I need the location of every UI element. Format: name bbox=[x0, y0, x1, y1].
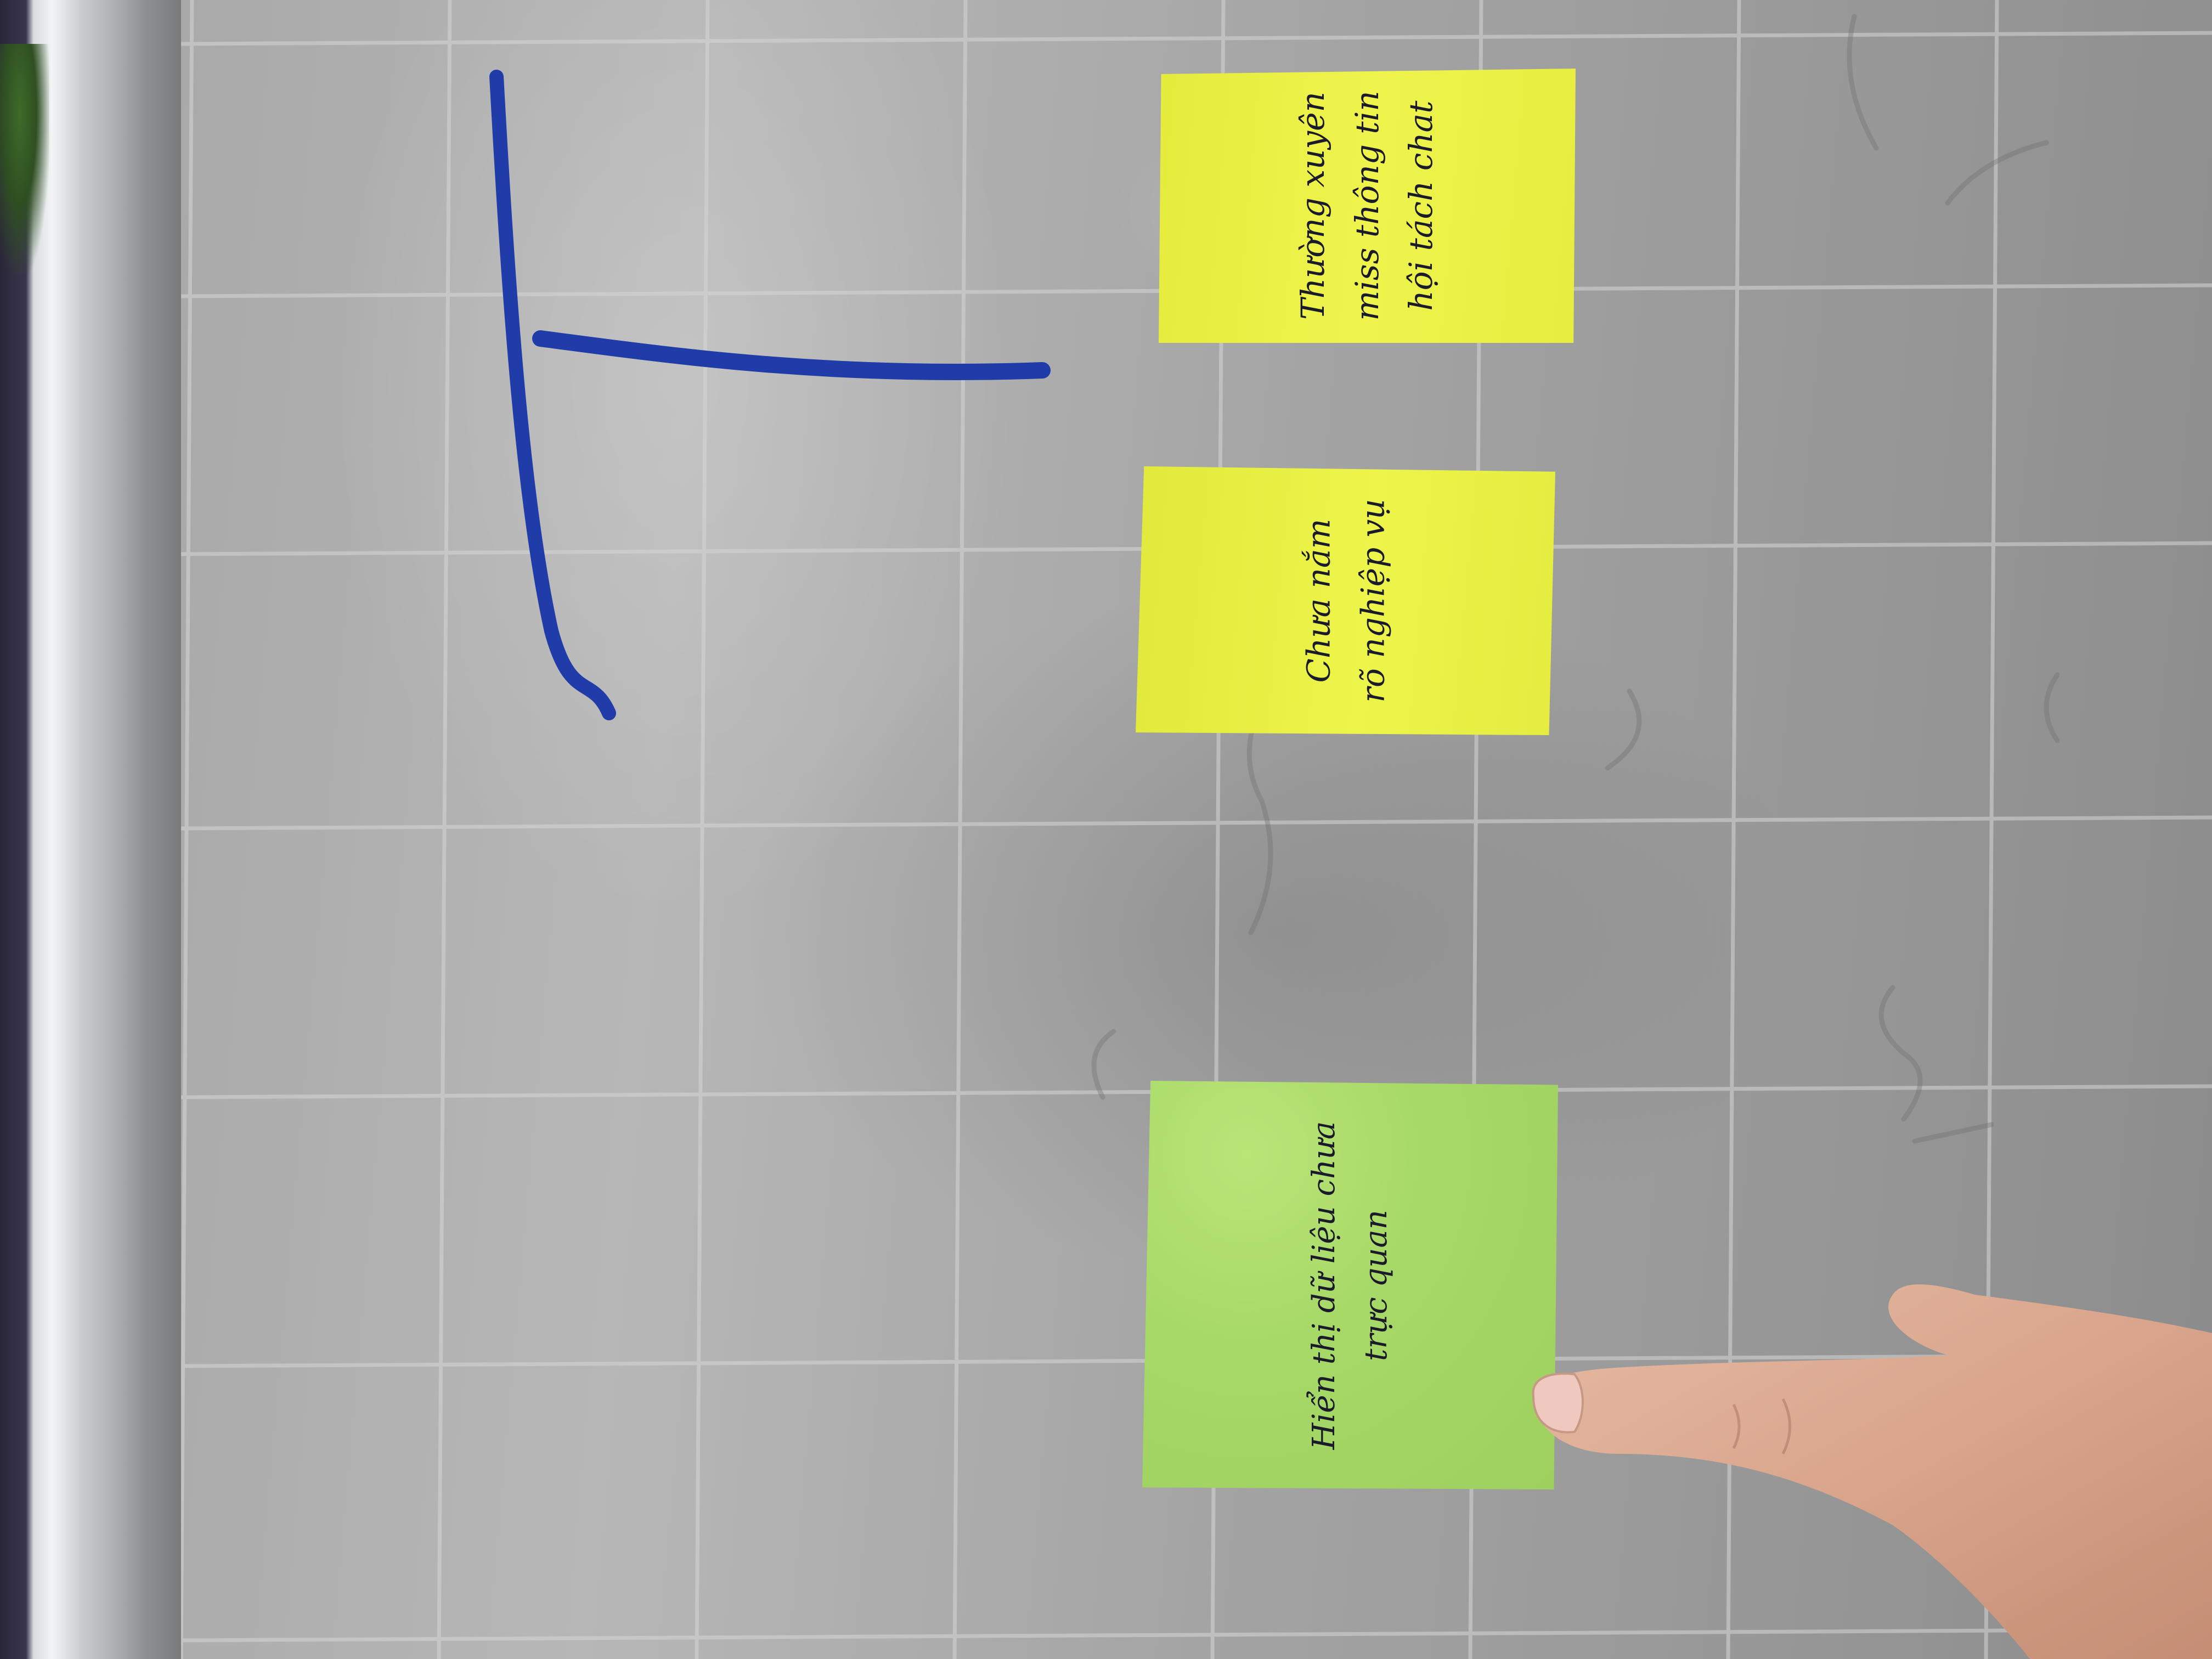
sticky-note-green: Hiển thị dữ liệu chưa trực quan bbox=[1142, 1081, 1558, 1489]
sticky-note-yellow-middle: Chưa nắm rõ nghiệp vụ bbox=[1136, 466, 1555, 735]
marker-vertical-line bbox=[489, 70, 616, 720]
sticky-note-yellow-top: Thường xuyên miss thông tin hội tách cha… bbox=[1159, 69, 1576, 343]
hand-shape bbox=[1535, 1284, 2212, 1659]
whiteboard-frame bbox=[0, 0, 187, 1659]
background-plant bbox=[0, 44, 49, 274]
fingernail bbox=[1532, 1372, 1584, 1434]
marker-horizontal-line bbox=[532, 330, 1051, 380]
